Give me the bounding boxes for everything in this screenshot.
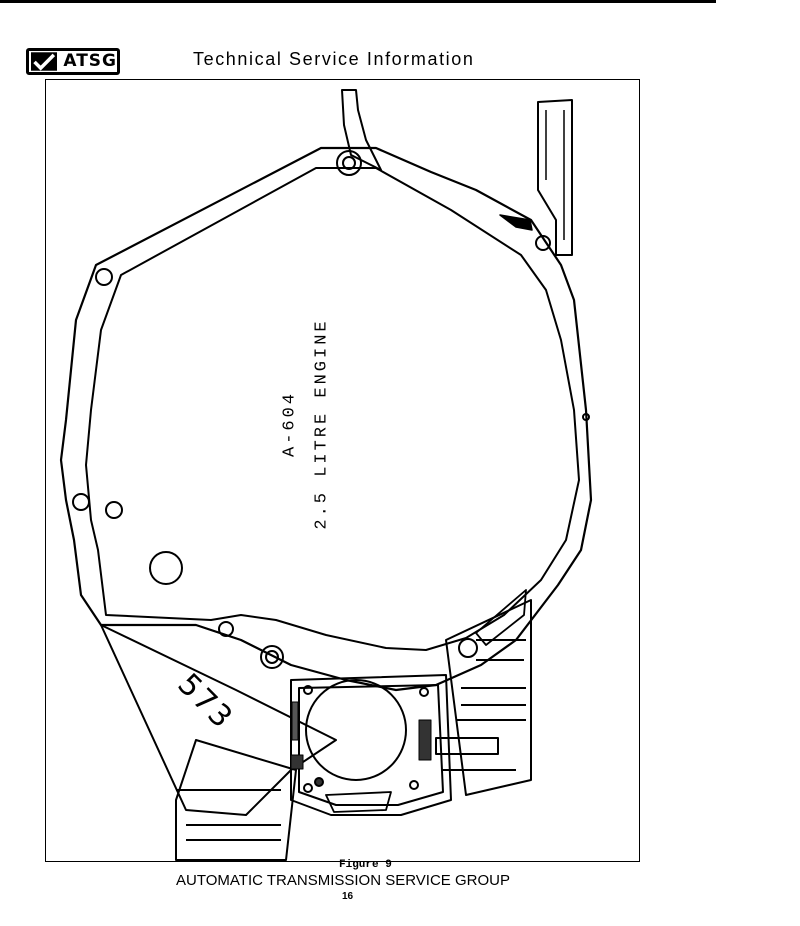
logo-text: ATSG [63,51,117,71]
oil-slot [499,214,533,231]
engine-label: 2.5 LITRE ENGINE [312,318,332,530]
footer-organization: AUTOMATIC TRANSMISSION SERVICE GROUP [176,872,510,889]
header-title: Technical Service Information [193,49,475,69]
bolt-hole-left-upper [95,268,113,286]
model-label: A-604 [280,390,300,458]
figure-frame [45,79,640,862]
figure-caption: Figure 9 [339,859,392,871]
bolt-holes [72,150,590,669]
right-bracket [537,99,573,256]
pump-gasket [290,674,452,816]
large-hole [149,551,183,585]
page-number: 16 [342,891,354,902]
checkmark-icon [31,52,58,71]
bellhousing-gasket-drawing [59,89,593,861]
top-bracket [341,89,382,171]
gasket-inner-bore [85,167,580,651]
bolt-hole-bottom [260,645,284,669]
top-rule [0,0,716,3]
gasket-outer-edge [59,146,593,692]
lower-housing [176,599,532,841]
pump-bore [305,679,407,781]
bolt-hole-right [535,235,551,251]
bolt-hole-left-lower [72,493,90,511]
atsg-logo: ATSG [26,48,120,75]
bolt-hole-top [336,150,362,176]
